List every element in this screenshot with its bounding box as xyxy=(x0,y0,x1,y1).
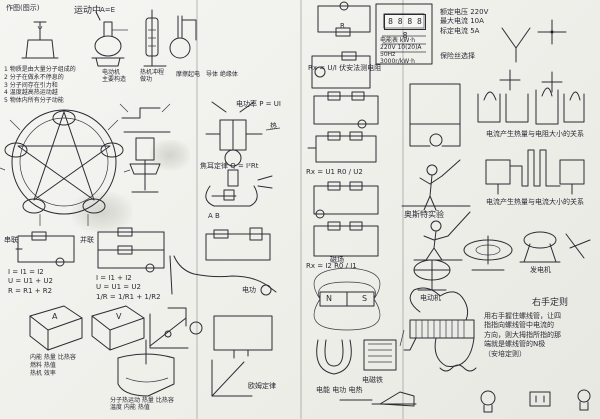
ac-generator-sketch xyxy=(119,103,171,193)
magnet-s-label: S xyxy=(362,294,368,303)
voltmeter-block-sketch xyxy=(91,305,145,351)
burner-flask-sketch xyxy=(91,11,128,67)
right-hand-title: 右手定则 xyxy=(532,298,569,308)
ohms-law-label: 欧姆定律 xyxy=(248,382,276,390)
circuit-rx-4 xyxy=(313,221,379,257)
stand-sketch xyxy=(143,9,167,67)
right-fold-line xyxy=(402,0,404,419)
bell-jar-sketch xyxy=(21,21,59,59)
meter-caption: 电能表 kW·h 220V 10(20)A 50Hz 3000r/kW·h xyxy=(380,37,422,65)
power-label: 电功 xyxy=(242,286,256,294)
top-left-header: 作图(图示) xyxy=(6,4,40,12)
parallel-label: 并联 xyxy=(80,236,94,244)
series-formulas: I = I1 = I2 U = U1 + U2 R = R1 + R2 xyxy=(8,268,53,295)
blurred-area xyxy=(72,192,132,232)
series-label: 串联 xyxy=(4,236,18,244)
blurred-area-2 xyxy=(150,140,190,170)
bulb-sketch-left xyxy=(480,390,496,413)
resistor-label-col3: R xyxy=(340,22,345,30)
solenoid-right-hand-sketch xyxy=(399,287,475,367)
top-circuit-col3 xyxy=(317,1,371,37)
iu-graph-sketch xyxy=(211,359,253,397)
generator-caption: 发电机 xyxy=(530,266,551,274)
bulb-sketch-right xyxy=(577,389,591,411)
series-circuit-1 xyxy=(15,231,75,267)
person-electric-shock-sketch xyxy=(401,159,471,211)
sign-a-e: A=E xyxy=(100,6,116,14)
circuit-rx-3 xyxy=(313,181,379,219)
magnet-n-label: N xyxy=(326,294,332,303)
top-title: 运动中 xyxy=(74,6,102,16)
fuse-caption: 保险丝选择 xyxy=(440,52,475,60)
circuit-rx-2 xyxy=(307,131,377,163)
col3-caption-b: 导体 绝缘体 xyxy=(206,71,238,78)
bottom-caption-left: 分子热运动 热量 比热容 温度 内能 热值 xyxy=(110,397,174,411)
electric-power-label: 电功率 P = UI xyxy=(236,100,281,108)
joule-law-label: 焦耳定律 Q = I²Rt xyxy=(200,162,259,170)
rx-formula-2: Rx = U1 R0 / U2 xyxy=(306,168,363,176)
motor-caption: 电动机 xyxy=(420,294,441,302)
u-tube-experiment-1 xyxy=(477,87,585,125)
right-circuit-col4 xyxy=(409,83,461,147)
wire-loop-sketch xyxy=(205,175,273,207)
energy-conversion-diagram xyxy=(0,109,131,226)
ammeter-block-sketch xyxy=(29,305,83,351)
loose-wire-sketch xyxy=(169,255,277,296)
col2-caption-a: 电动机 主要构造 xyxy=(102,69,127,83)
fuse-text: 额定电压 220V 最大电流 10A 标定电流 5A xyxy=(440,8,489,35)
col1-notes: 内能 热量 比热容 燃料 热值 热机 效率 xyxy=(30,354,76,378)
meter-a-label: A xyxy=(52,312,58,321)
electromagnet-sketch xyxy=(363,339,397,371)
iron-sketch xyxy=(339,391,417,407)
voltmeter-circuit-col3 xyxy=(311,51,371,89)
small-graph-sketch xyxy=(149,313,189,349)
compass-field-sketch xyxy=(463,235,513,271)
battery-circuit xyxy=(167,307,273,359)
beaker-sketch xyxy=(117,339,175,397)
meter-v-label: V xyxy=(116,312,122,321)
round-flask-sketch xyxy=(169,15,197,59)
bar-magnet-field xyxy=(313,267,381,331)
electromagnet-label: 电磁铁 xyxy=(362,376,383,384)
center-fold-line xyxy=(300,0,302,419)
parallel-formulas: I = I1 + I2 U = U1 = U2 1/R = 1/R1 + 1/R… xyxy=(96,274,161,301)
hot-label: 热 xyxy=(270,122,277,130)
ab-label: A B xyxy=(208,212,220,220)
parallel-circuit-1 xyxy=(97,227,165,273)
col1-intro-text: 1 物质是由大量分子组成的 2 分子在做永不停息的 3 分子间存在引力和 4 温… xyxy=(4,66,76,105)
socket-sketch xyxy=(529,391,551,407)
col3-caption-a: 摩擦起电 xyxy=(176,71,201,78)
ammeter-circuit xyxy=(205,227,271,261)
heat-engine-sketch xyxy=(205,101,281,187)
tube-caption-2: 电流产生热量与电流大小的关系 xyxy=(486,198,584,206)
right-hand-text: 用右手握住螺线管，让四 指指向螺线管中电流的 方向，则大拇指所指的那 端就是螺线… xyxy=(484,312,561,358)
u-magnet-sketch xyxy=(316,339,352,375)
rx-formula-3: Rx = I2 R0 / I1 xyxy=(306,262,357,270)
kneeling-person-sketch xyxy=(413,211,471,261)
meter-display: 8 8 8 8 8 xyxy=(384,14,426,40)
generator-sketch xyxy=(519,231,591,263)
u-tube-experiment-2 xyxy=(485,149,585,195)
motor-sketch xyxy=(413,259,451,291)
oersted-label: 奥斯特实验 xyxy=(404,210,444,219)
left-fold-line xyxy=(196,0,198,419)
bottom-mid-caption: 电能 电功 电热 xyxy=(316,386,363,394)
mag-label: 磁场 xyxy=(330,256,344,264)
circuit-rx-1 xyxy=(313,91,379,129)
rx-formula-1: Rx = U/I 伏安法测电阻 xyxy=(308,64,382,72)
spring-sketch xyxy=(439,364,477,372)
junction-symbols xyxy=(499,19,567,93)
col2-caption-b: 热机冲程 做功 xyxy=(140,69,165,83)
tube-caption-1: 电流产生热量与电阻大小的关系 xyxy=(486,130,584,138)
